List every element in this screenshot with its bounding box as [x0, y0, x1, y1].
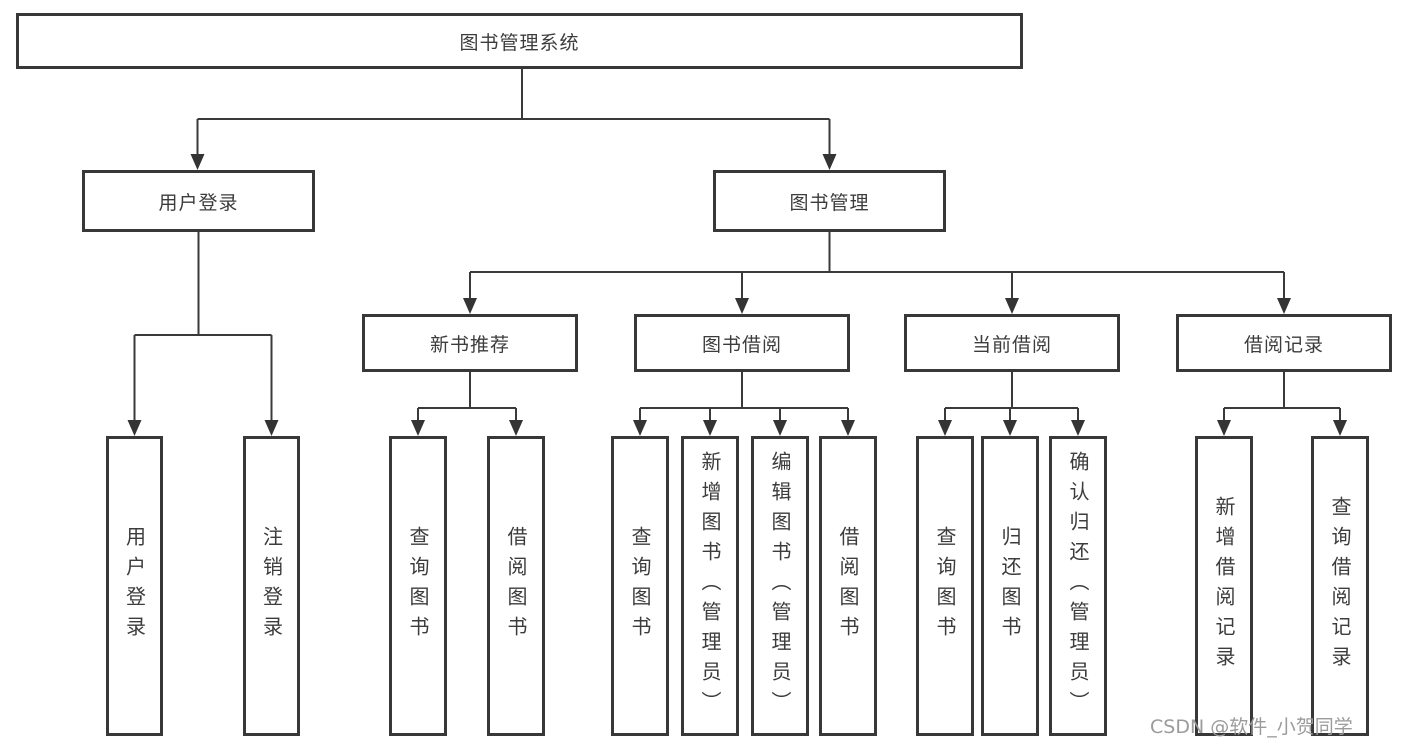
leaf-add-books-admin: 新增图书（管理员） [681, 436, 739, 736]
node-new-book-recommendation: 新书推荐 [362, 314, 578, 372]
leaf-confirm-return-admin: 确认归还（管理员） [1049, 436, 1107, 736]
node-label: 用户登录 [122, 526, 147, 646]
leaf-edit-books-admin: 编辑图书（管理员） [751, 436, 809, 736]
arrowhead [1333, 420, 1347, 436]
edge-root-to-level2 [196, 69, 831, 157]
arrowhead [1217, 420, 1231, 436]
arrowhead [822, 154, 837, 170]
leaf-user-login: 用户登录 [106, 436, 163, 736]
node-label: 归还图书 [998, 526, 1022, 646]
leaf-logout-login: 注销登录 [243, 436, 300, 736]
arrowhead [1005, 298, 1019, 314]
arrowhead [411, 420, 425, 436]
leaf-query-borrow-record: 查询借阅记录 [1311, 436, 1369, 736]
leaf-borrow-books-2: 借阅图书 [819, 436, 877, 736]
leaf-query-books-1: 查询图书 [389, 436, 447, 736]
node-book-borrowing: 图书借阅 [634, 314, 850, 372]
node-label: 新增借阅记录 [1212, 496, 1236, 676]
node-label: 用户登录 [158, 191, 239, 214]
leaf-query-books-3: 查询图书 [916, 436, 974, 736]
arrowhead [633, 420, 647, 436]
edge-book-management-to-level3 [469, 232, 1285, 301]
node-label: 新书推荐 [429, 333, 510, 356]
edge-book-borrowing-to-children [639, 372, 849, 423]
node-label: 查询图书 [933, 526, 957, 646]
leaf-add-borrow-record: 新增借阅记录 [1195, 436, 1253, 736]
watermark: CSDN @软件_小贺同学 [1150, 716, 1353, 738]
node-label: 查询图书 [628, 526, 652, 646]
arrowhead [1071, 420, 1085, 436]
arrowhead [735, 298, 749, 314]
node-book-management: 图书管理 [713, 170, 946, 232]
node-label: 查询图书 [406, 526, 430, 646]
arrowhead [938, 420, 952, 436]
leaf-query-books-2: 查询图书 [611, 436, 669, 736]
edge-new-book-recommendation-to-children [417, 372, 517, 423]
node-borrowing-records: 借阅记录 [1176, 314, 1392, 372]
node-label: 注销登录 [259, 526, 284, 646]
edge-borrowing-records-to-children [1223, 372, 1341, 423]
node-label: 图书管理 [789, 191, 870, 214]
arrowhead [703, 420, 717, 436]
arrowhead [264, 420, 279, 436]
arrowhead [841, 420, 855, 436]
arrowhead [1003, 420, 1017, 436]
node-label: 确认归还（管理员） [1066, 451, 1090, 721]
node-label: 图书管理系统 [459, 31, 580, 54]
leaf-return-books: 归还图书 [981, 436, 1039, 736]
edge-current-borrowing-to-children [944, 372, 1079, 423]
node-label: 借阅图书 [504, 526, 528, 646]
node-label: 当前借阅 [971, 333, 1052, 356]
arrowhead [127, 420, 142, 436]
node-label: 查询借阅记录 [1328, 496, 1352, 676]
node-label: 借阅记录 [1243, 333, 1324, 356]
node-library-management-system: 图书管理系统 [16, 13, 1023, 69]
arrowhead [190, 154, 205, 170]
node-user-login: 用户登录 [82, 170, 315, 232]
edge-user-login-to-children [133, 232, 273, 423]
node-label: 图书借阅 [701, 333, 782, 356]
leaf-borrow-books-1: 借阅图书 [487, 436, 545, 736]
node-current-borrowing: 当前借阅 [904, 314, 1120, 372]
arrowhead [773, 420, 787, 436]
node-label: 新增图书（管理员） [698, 451, 722, 721]
arrowhead [509, 420, 523, 436]
node-label: 借阅图书 [836, 526, 860, 646]
arrowhead [463, 298, 477, 314]
node-label: 编辑图书（管理员） [768, 451, 792, 721]
arrowhead [1277, 298, 1291, 314]
